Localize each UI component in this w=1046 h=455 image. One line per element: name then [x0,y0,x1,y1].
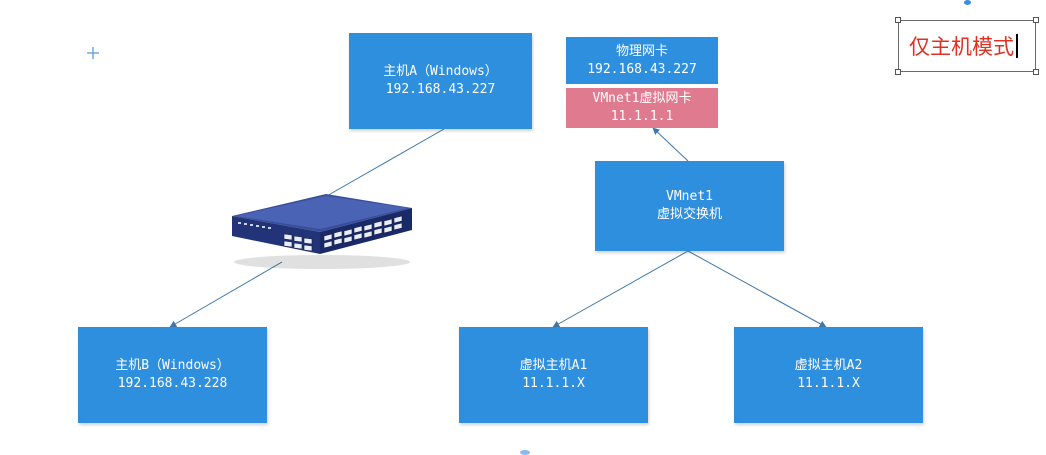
network-switch-icon[interactable] [222,192,420,274]
physical-nic-name: 物理网卡 [615,43,668,59]
vhost-a2-name: 虚拟主机A2 [794,358,863,373]
vmnet1-switch-name: VMnet1 [666,189,713,204]
link-vmnet1switch-a1 [552,250,689,328]
vhost-a1-node[interactable]: 虚拟主机A1 11.1.1.X [459,327,648,423]
host-b-name: 主机B（Windows） [115,358,230,373]
resize-handle-top-right[interactable] [1033,17,1039,23]
vmnet1-nic-name: VMnet1虚拟网卡 [592,91,692,106]
host-a-name: 主机A（Windows） [383,64,498,79]
host-a-ip: 192.168.43.227 [385,82,496,97]
bottom-edge-mark [520,450,530,455]
mode-label-box[interactable]: 仅主机模式 [898,20,1036,72]
vmnet1-switch-node[interactable]: VMnet1 虚拟交换机 [595,161,784,251]
resize-handle-bottom-left[interactable] [895,69,901,75]
host-b-ip: 192.168.43.228 [117,376,228,391]
vhost-a2-node[interactable]: 虚拟主机A2 11.1.1.X [734,327,923,423]
host-b-node[interactable]: 主机B（Windows） 192.168.43.228 [78,327,267,423]
physical-nic-ip: 192.168.43.227 [587,61,697,77]
crosshair-cursor-icon [87,47,99,59]
vhost-a1-name: 虚拟主机A1 [519,358,588,373]
host-a-node[interactable]: 主机A（Windows） 192.168.43.227 [349,33,532,129]
link-vmnet1switch-vmnet1nic [652,127,689,162]
resize-handle-bottom-right[interactable] [1033,69,1039,75]
mode-label-text: 仅主机模式 [909,35,1014,59]
vmnet1-switch-subtitle: 虚拟交换机 [656,207,722,222]
link-vmnet1switch-a2 [687,250,827,328]
text-caret [1016,34,1018,58]
link-switch-hostb [169,261,283,328]
vhost-a1-ip: 11.1.1.X [522,376,585,391]
resize-handle-top-left[interactable] [895,17,901,23]
vmnet1-nic-node[interactable]: VMnet1虚拟网卡 11.1.1.1 [566,88,718,128]
physical-nic-node[interactable]: 物理网卡 192.168.43.227 [566,37,718,84]
vhost-a2-ip: 11.1.1.X [797,376,860,391]
rotate-handle-mark [964,0,971,5]
vmnet1-nic-ip: 11.1.1.1 [610,109,674,124]
link-hosta-switch [317,128,445,202]
